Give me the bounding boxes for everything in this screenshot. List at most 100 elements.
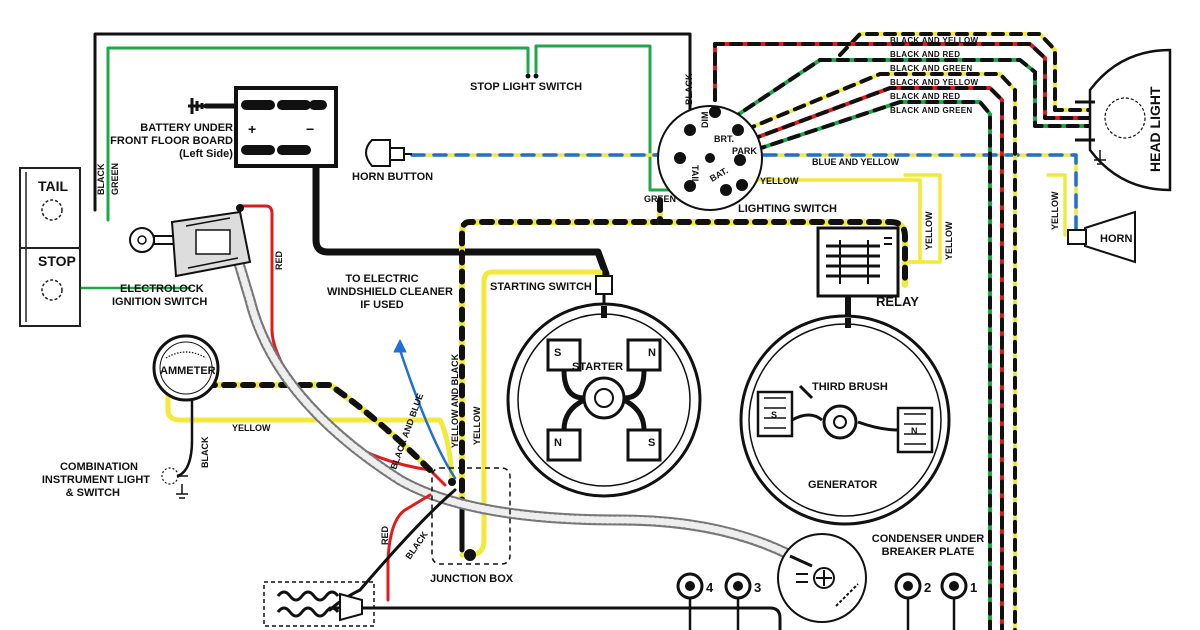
generator-pole-2: N (911, 426, 918, 436)
switch-label-tail: TAIL (690, 165, 700, 185)
starter-pole-2: N (648, 347, 656, 359)
hl-label-1: BLACK AND YELLOW (890, 36, 978, 45)
ignition-coil (263, 581, 375, 627)
wire-black-top (93, 32, 692, 212)
tail-stop-light: TAIL STOP (19, 167, 81, 327)
wire-label-yellow-ammeter: YELLOW (232, 423, 271, 433)
hl-label-2: BLACK AND RED (890, 50, 960, 59)
cylinder-1-label: 1 (970, 580, 977, 595)
ammeter-yellow (165, 382, 455, 483)
condenser-label-1: CONDENSER UNDER (872, 533, 985, 545)
combination-instrument-light: COMBINATION INSTRUMENT LIGHT & SWITCH (42, 461, 188, 499)
wire-label-green-tail: GREEN (110, 163, 120, 195)
harness-yb-dash (459, 197, 663, 503)
battery-label-3: (Left Side) (179, 148, 233, 160)
distributor (777, 533, 867, 623)
wire-label-red-ignition: RED (274, 250, 284, 270)
wire-label-black-switch: BLACK (684, 73, 694, 105)
starter-pole-1: S (554, 347, 561, 359)
spark-plug-2: 2 (894, 572, 931, 630)
cylinder-2-label: 2 (924, 580, 931, 595)
wire-label-blue-yellow: BLUE AND YELLOW (812, 157, 900, 167)
starter-label: STARTER (572, 361, 623, 373)
spark-plug-1: 1 (940, 572, 977, 630)
battery-plus: + (248, 121, 256, 137)
head-light-label: HEAD LIGHT (1147, 86, 1163, 172)
starter-pole-4: S (648, 437, 655, 449)
ammeter-bk-yl-dash (202, 382, 433, 473)
combination-label-1: COMBINATION (60, 461, 138, 473)
stop-light-switch: STOP LIGHT SWITCH (470, 73, 582, 93)
wire-black-bottom (328, 606, 782, 630)
condenser-label-2: BREAKER PLATE (882, 546, 975, 558)
lighting-switch-label: LIGHTING SWITCH (738, 203, 837, 215)
wire-yellow-horn (1046, 173, 1067, 237)
generator-label: GENERATOR (808, 479, 877, 491)
hl-bk-red-dash (713, 42, 1092, 120)
spark-plug-4: 4 (676, 572, 714, 630)
ammeter-black-down (176, 388, 194, 478)
wire-label-yellow-relay-2: YELLOW (944, 221, 954, 260)
horn-label: HORN (1100, 233, 1132, 245)
horn: HORN (1067, 210, 1136, 264)
hl-label-6: BLACK AND GREEN (890, 106, 972, 115)
wire-label-yellow-horn: YELLOW (1050, 191, 1060, 230)
electrolock-ignition-switch: ELECTROLOCK IGNITION SWITCH (112, 204, 252, 308)
starting-switch-label: STARTING SWITCH (490, 281, 592, 293)
starter-motor: STARTER S N N S (506, 302, 702, 498)
generator: THIRD BRUSH GENERATOR S N (739, 314, 951, 526)
cleaner-label-3: IF USED (360, 299, 403, 311)
battery-label-2: FRONT FLOOR BOARD (110, 135, 233, 147)
wire-label-green-switch: GREEN (644, 194, 676, 204)
battery: + − (188, 86, 338, 168)
headlight-harness-labels: BLACK AND YELLOW BLACK AND RED BLACK AND… (890, 36, 978, 115)
head-light: HEAD LIGHT (1075, 48, 1172, 192)
generator-pole-1: S (771, 410, 777, 420)
wire-label-yellow-switch: YELLOW (760, 176, 799, 186)
hl-bk-green-dash (728, 58, 1092, 128)
hl-label-5: BLACK AND RED (890, 92, 960, 101)
spark-plugs: 4 3 2 1 (676, 572, 977, 630)
wire-yellow-relay (903, 173, 942, 264)
rh-bk-yl-dash (743, 72, 1017, 630)
stop-label: STOP (38, 253, 76, 269)
third-brush-label: THIRD BRUSH (812, 381, 888, 393)
wire-black-blue (398, 348, 457, 480)
battery-minus: − (306, 121, 314, 137)
wire-label-red-coil: RED (380, 525, 390, 545)
ammeter: AMMETER (152, 334, 220, 402)
hl-bk-yl-dash (838, 32, 1092, 112)
switch-label-park: PARK (732, 146, 757, 156)
relay-label: RELAY (876, 294, 919, 309)
armored-cable-hatch (228, 236, 794, 559)
junction-box-label: JUNCTION BOX (430, 573, 514, 585)
relay: RELAY (816, 226, 919, 318)
cylinder-3-label: 3 (754, 580, 761, 595)
horn-button: HORN BUTTON (352, 139, 433, 183)
junction-box: JUNCTION BOX (430, 467, 514, 585)
battery-label-1: BATTERY UNDER (140, 122, 233, 134)
rh-bk-green-dash (753, 100, 992, 630)
wire-label-black-ammeter: BLACK (200, 436, 210, 468)
wire-blue-yellow-base (410, 153, 1078, 232)
wire-label-yellow-relay-1: YELLOW (924, 211, 934, 250)
cylinder-4-label: 4 (706, 580, 714, 595)
cleaner-label-1: TO ELECTRIC (345, 273, 418, 285)
wire-black-coil (358, 488, 457, 592)
battery-cable (312, 146, 610, 278)
rh-bk-red-dash (748, 86, 1004, 630)
arrow-black-blue (393, 339, 407, 353)
horn-button-label: HORN BUTTON (352, 171, 433, 183)
tail-label: TAIL (38, 178, 69, 194)
electrolock-label-2: IGNITION SWITCH (112, 296, 207, 308)
combination-label-3: & SWITCH (66, 487, 120, 499)
hl-label-4: BLACK AND YELLOW (890, 78, 978, 87)
starter-pole-3: N (554, 437, 562, 449)
switch-label-dim: DIM (700, 112, 710, 129)
wire-label-yellow-junction: YELLOW (472, 406, 482, 445)
wire-label-black-tail: BLACK (96, 163, 106, 195)
spark-plug-3: 3 (724, 572, 761, 630)
stop-light-switch-label: STOP LIGHT SWITCH (470, 81, 582, 93)
ammeter-label: AMMETER (160, 365, 216, 377)
